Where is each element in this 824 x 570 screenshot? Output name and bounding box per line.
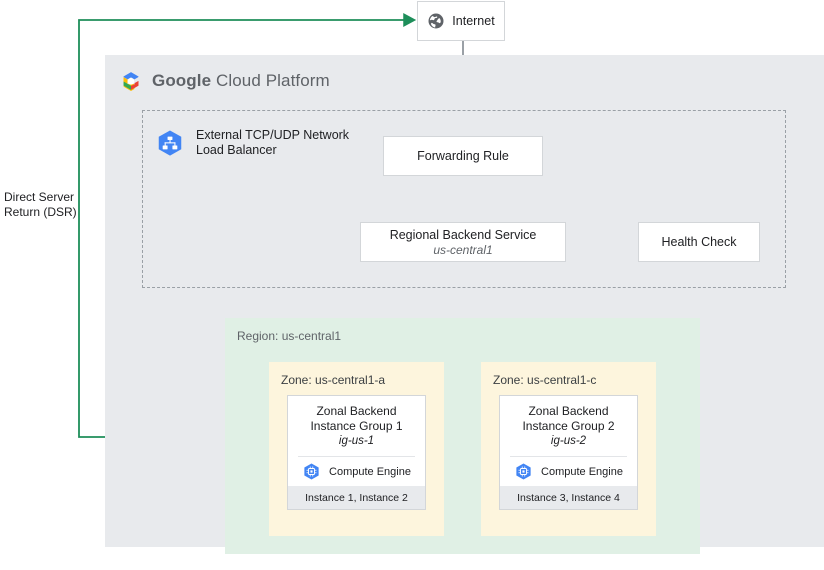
- region-label: Region: us-central1: [237, 329, 342, 343]
- direct-server-return-label: Direct Server Return (DSR): [4, 190, 78, 220]
- instance-group-title-line2: Instance Group 2: [522, 419, 615, 433]
- instance-group-title-line1: Zonal Backend: [528, 404, 609, 418]
- internet-node[interactable]: Internet: [417, 1, 505, 41]
- internet-label: Internet: [452, 14, 495, 28]
- gcp-brand-header: Google Cloud Platform: [119, 69, 330, 93]
- divider: [510, 456, 627, 457]
- backend-service-title: Regional Backend Service: [389, 227, 537, 242]
- instance-list: Instance 1, Instance 2: [288, 486, 425, 509]
- regional-backend-service-node[interactable]: Regional Backend Service us-central1: [360, 222, 566, 262]
- compute-engine-icon: [514, 462, 533, 481]
- health-check-node[interactable]: Health Check: [638, 222, 760, 262]
- gcp-wordmark: Google Cloud Platform: [152, 71, 330, 91]
- zone-label: Zone: us-central1-c: [493, 373, 597, 387]
- load-balancer-label: External TCP/UDP Network Load Balancer: [196, 128, 350, 157]
- compute-engine-label: Compute Engine: [541, 465, 623, 478]
- gcp-wordmark-google: Google: [152, 71, 212, 90]
- compute-engine-row: Compute Engine: [288, 457, 425, 486]
- instance-group-subtitle: ig-us-2: [550, 435, 587, 447]
- backend-service-subtitle: us-central1: [433, 242, 493, 257]
- instance-group-header: Zonal Backend Instance Group 1 ig-us-1: [288, 396, 425, 456]
- compute-engine-row: Compute Engine: [500, 457, 637, 486]
- instance-group-card-2[interactable]: Zonal Backend Instance Group 2 ig-us-2: [499, 395, 638, 510]
- dsr-label-line2: Return (DSR): [4, 205, 77, 219]
- load-balancer-legend: External TCP/UDP Network Load Balancer: [155, 128, 365, 158]
- zone-label: Zone: us-central1-a: [281, 373, 386, 387]
- compute-engine-icon: [302, 462, 321, 481]
- instance-group-title-line1: Zonal Backend: [316, 404, 397, 418]
- forwarding-rule-node[interactable]: Forwarding Rule: [383, 136, 543, 176]
- google-cloud-logo-icon: [119, 69, 143, 93]
- globe-icon: [427, 12, 445, 30]
- instance-group-card-1[interactable]: Zonal Backend Instance Group 1 ig-us-1: [287, 395, 426, 510]
- gcp-wordmark-rest: Cloud Platform: [215, 71, 330, 90]
- instance-group-title-line2: Instance Group 1: [310, 419, 403, 433]
- instance-group-header: Zonal Backend Instance Group 2 ig-us-2: [500, 396, 637, 456]
- health-check-title: Health Check: [661, 235, 737, 249]
- network-load-balancer-icon: [155, 128, 185, 158]
- instance-group-subtitle: ig-us-1: [338, 435, 375, 447]
- dsr-label-line1: Direct Server: [4, 190, 75, 204]
- divider: [298, 456, 415, 457]
- compute-engine-label: Compute Engine: [329, 465, 411, 478]
- load-balancer-container: [142, 110, 786, 288]
- instance-list: Instance 3, Instance 4: [500, 486, 637, 509]
- forwarding-rule-title: Forwarding Rule: [417, 149, 509, 163]
